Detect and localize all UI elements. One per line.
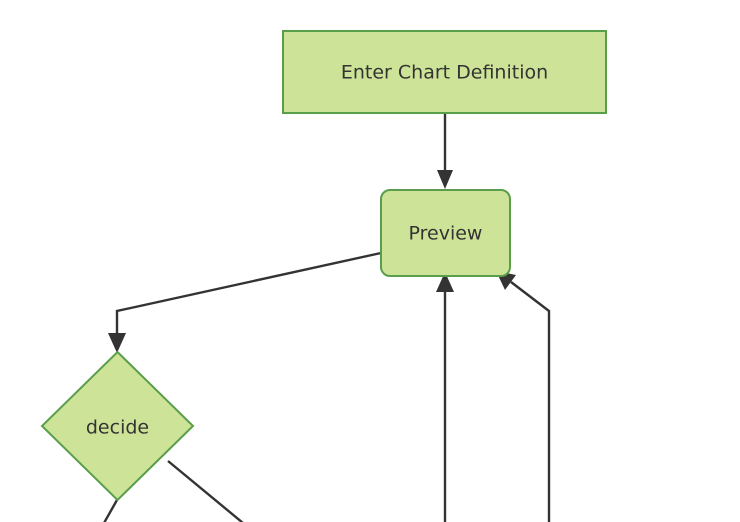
edge-preview-to-decide [108, 251, 382, 353]
edge-decide-out-right [167, 460, 244, 522]
node-shape-rounded-rectangle[interactable] [380, 189, 511, 277]
arrow-head-icon [436, 272, 454, 292]
edge-enter-to-preview [437, 113, 453, 189]
node-preview[interactable]: Preview [380, 189, 511, 277]
node-shape-rectangle[interactable] [282, 30, 607, 114]
arrow-head-icon [437, 170, 453, 189]
edge-line [115, 251, 382, 336]
arrow-head-icon [108, 333, 126, 353]
edge-into-preview-right [496, 271, 551, 522]
edge-into-preview-left [436, 272, 454, 522]
node-enter-chart-definition[interactable]: Enter Chart Definition [282, 30, 607, 114]
node-decide[interactable]: decide [40, 350, 195, 502]
edge-decide-out-bottom [103, 499, 119, 522]
edge-line [167, 460, 244, 522]
edge-line [103, 499, 119, 522]
edge-line [510, 281, 551, 522]
node-shape-diamond[interactable] [40, 350, 195, 502]
